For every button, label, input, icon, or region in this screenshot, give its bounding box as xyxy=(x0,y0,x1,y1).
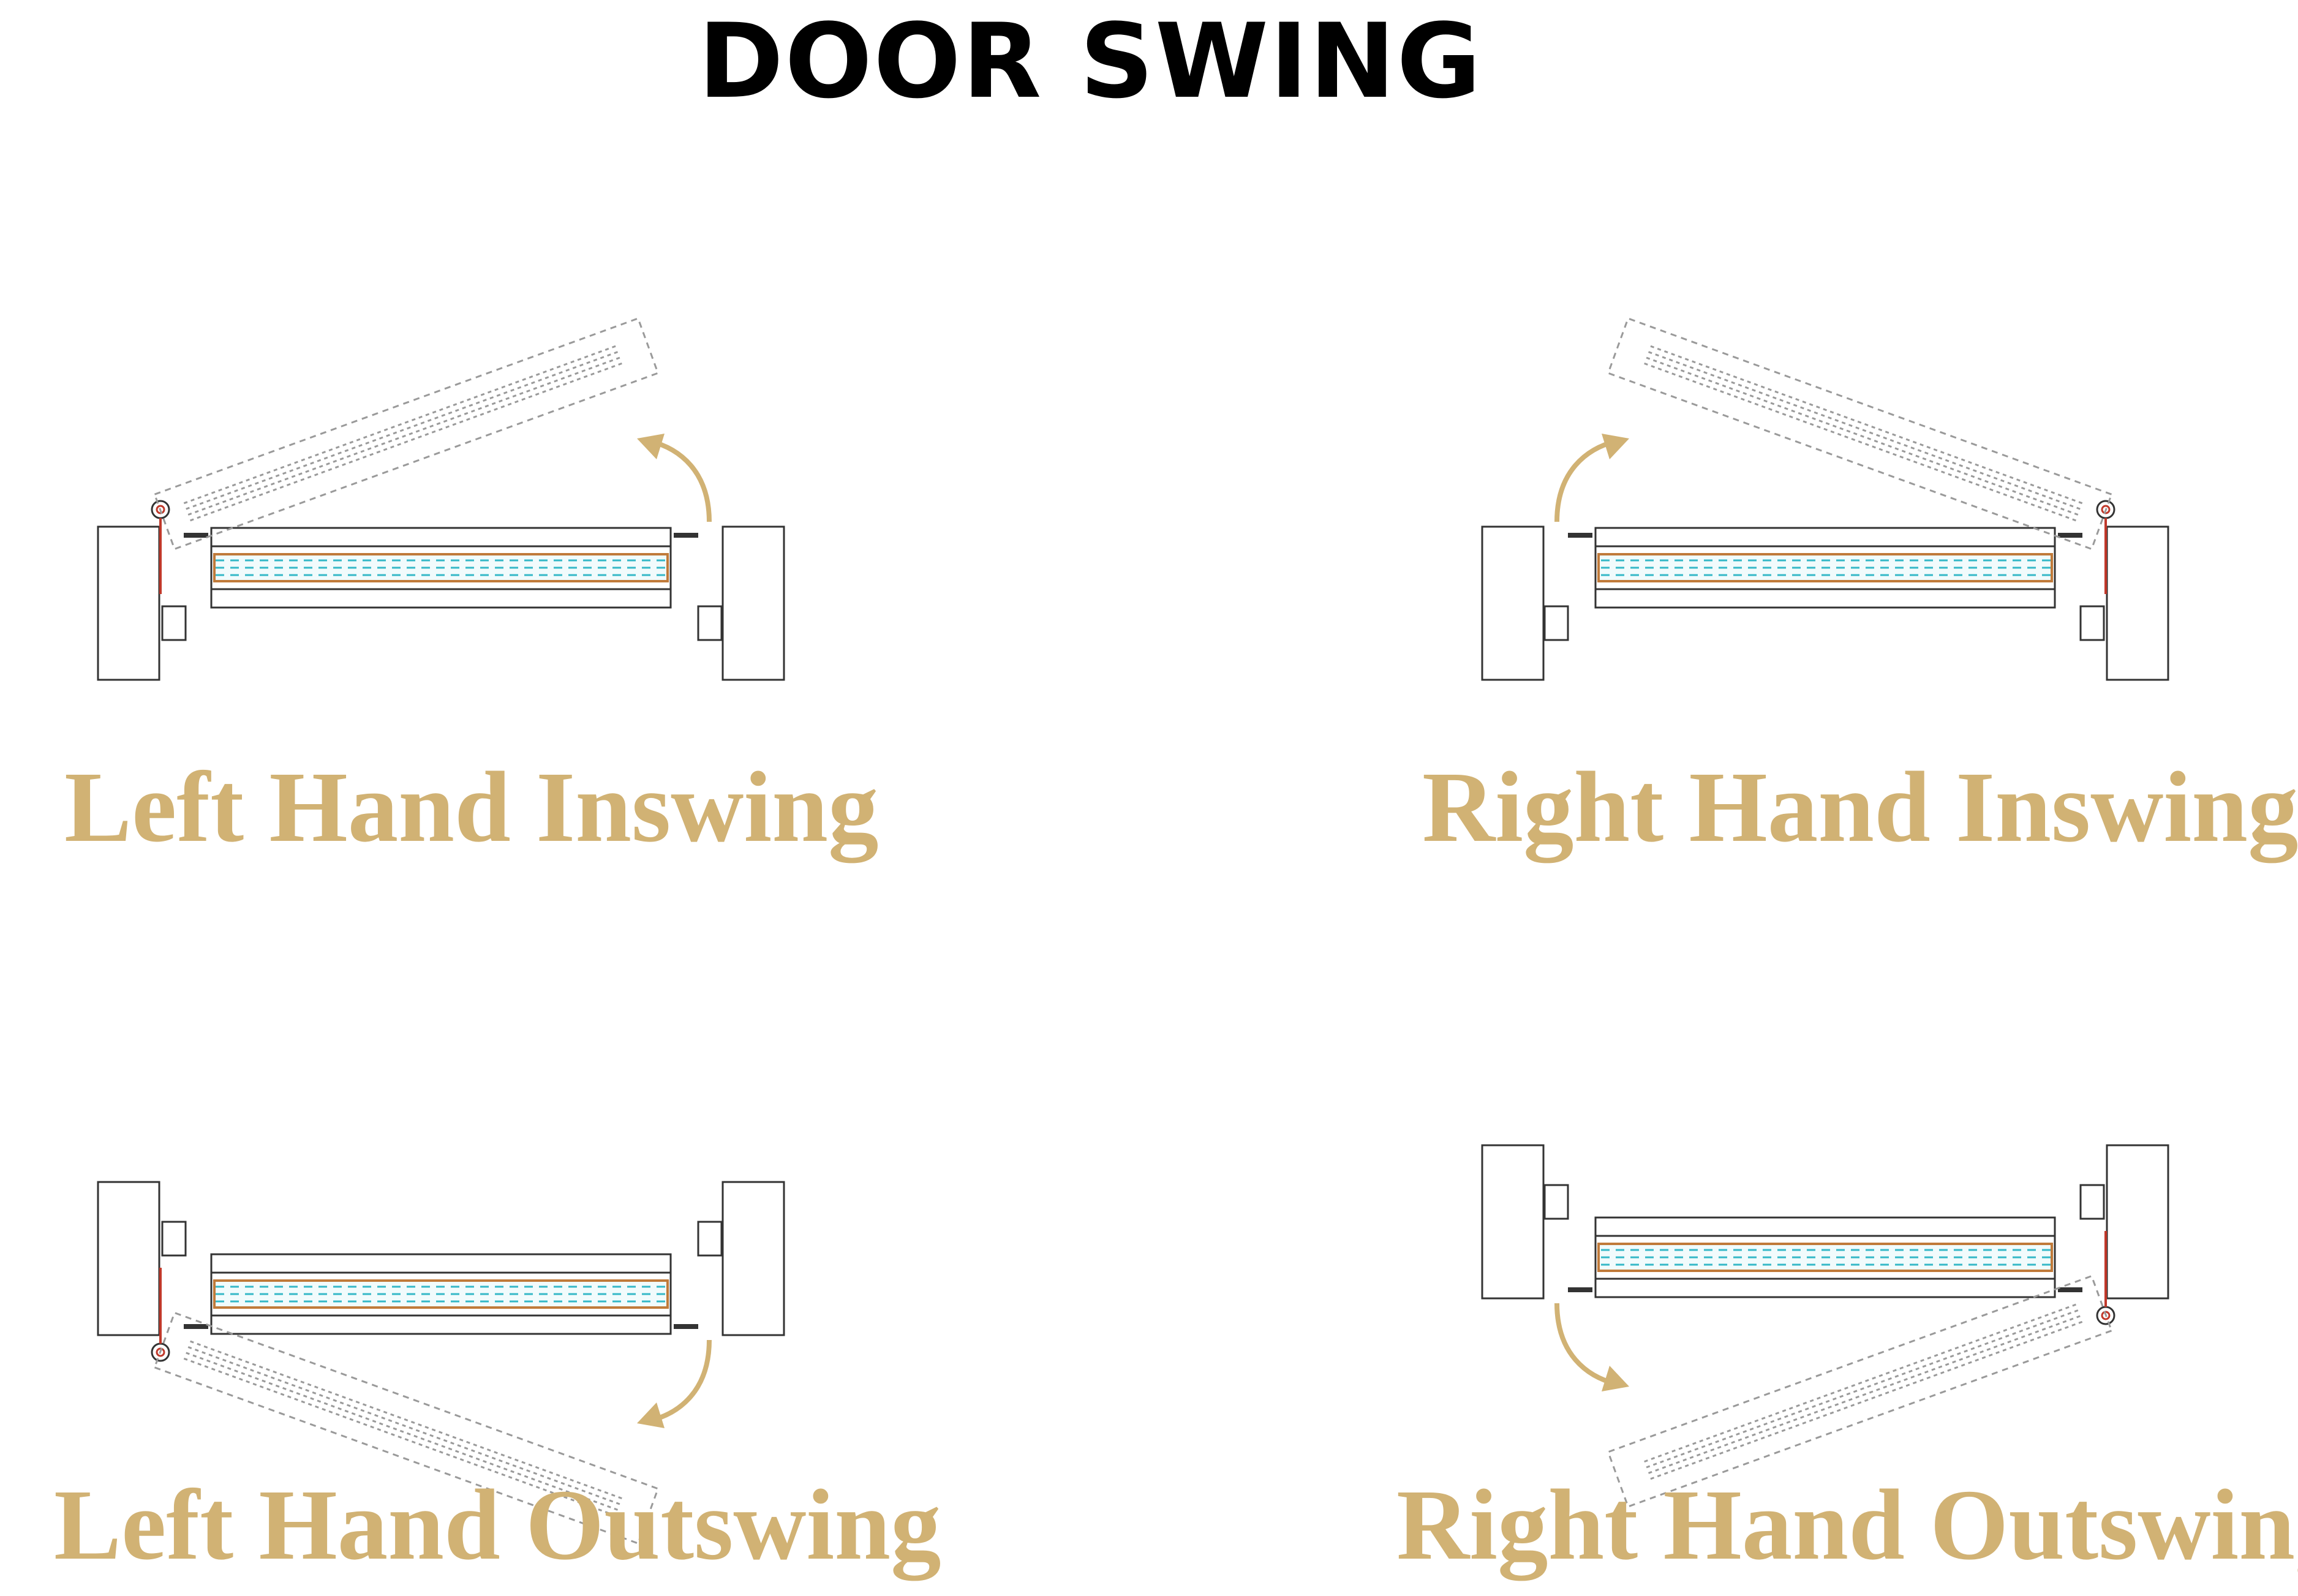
open-door-swing xyxy=(1607,1274,2113,1508)
open-door-hatch xyxy=(1650,345,2083,505)
swing-arrow-head xyxy=(1602,1366,1629,1391)
left-hardware xyxy=(184,533,208,538)
open-door-hatch xyxy=(183,1357,616,1517)
open-door-hatch xyxy=(1648,351,2081,510)
left-hardware xyxy=(2058,533,2082,538)
left-wall-jamb xyxy=(97,525,160,681)
open-door-hatch xyxy=(190,1340,622,1500)
door-panel xyxy=(1594,1216,2056,1298)
open-door-hatch xyxy=(1646,1309,2079,1469)
open-door-hatch xyxy=(187,356,620,516)
right-hardware xyxy=(1568,533,1592,538)
swing-arrow-head xyxy=(1602,434,1629,459)
right-hand-outswing-label: Right Hand Outswing xyxy=(1396,1469,2298,1581)
left-stop-detail xyxy=(2079,605,2105,641)
right-hardware xyxy=(674,533,698,538)
left-wall-jamb xyxy=(2106,525,2169,681)
open-door-outline xyxy=(1607,317,2113,551)
page-title: DOOR SWING xyxy=(698,1,1483,121)
right-hardware xyxy=(1568,1287,1592,1292)
left-wall-jamb xyxy=(2106,1144,2169,1300)
right-stop-detail xyxy=(1543,1184,1569,1220)
open-door-hatch xyxy=(183,345,616,505)
open-door-hatch xyxy=(186,1352,619,1511)
left-stop-detail xyxy=(161,1221,187,1257)
door-plan-group xyxy=(97,1181,785,1545)
open-door-hatch xyxy=(1646,356,2079,516)
right-wall-jamb xyxy=(1481,525,1545,681)
open-door-swing xyxy=(1607,317,2113,551)
open-door-hatch xyxy=(190,362,622,522)
swing-arrow-head xyxy=(637,1402,665,1428)
open-door-hatch xyxy=(1644,362,2076,522)
open-door-swing xyxy=(153,317,660,551)
right-hardware xyxy=(674,1324,698,1329)
open-door-outline xyxy=(1607,1274,2113,1508)
door-plan-group xyxy=(1481,317,2169,681)
left-hardware xyxy=(2058,1287,2082,1292)
right-hand-inswing-diagram xyxy=(1481,317,2169,681)
right-stop-detail xyxy=(697,605,723,641)
open-door-hatch xyxy=(1644,1303,2076,1463)
open-door-outline xyxy=(153,317,660,551)
right-wall-jamb xyxy=(721,1181,785,1336)
right-hand-outswing-diagram xyxy=(1481,1144,2169,1508)
left-hand-inswing-diagram xyxy=(97,317,785,681)
door-plan-group xyxy=(97,317,785,681)
open-door-swing xyxy=(153,1311,660,1545)
left-hand-outswing-diagram xyxy=(97,1181,785,1545)
right-wall-jamb xyxy=(1481,1144,1545,1300)
door-plan-group xyxy=(1481,1144,2169,1508)
open-door-hatch xyxy=(186,351,619,510)
right-stop-detail xyxy=(697,1221,723,1257)
left-stop-detail xyxy=(2079,1184,2105,1220)
door-panel xyxy=(210,527,672,609)
door-panel xyxy=(210,1253,672,1335)
right-wall-jamb xyxy=(721,525,785,681)
door-panel xyxy=(1594,527,2056,609)
open-door-outline xyxy=(153,1311,660,1545)
swing-arrow-head xyxy=(637,434,665,459)
left-hand-inswing-label: Left Hand Inswing xyxy=(64,751,879,863)
left-hand-outswing-label: Left Hand Outswing xyxy=(54,1469,941,1581)
left-stop-detail xyxy=(161,605,187,641)
right-stop-detail xyxy=(1543,605,1569,641)
open-door-hatch xyxy=(1648,1315,2081,1474)
open-door-hatch xyxy=(187,1346,620,1505)
open-door-hatch xyxy=(1650,1320,2083,1480)
right-hand-inswing-label: Right Hand Inswing xyxy=(1422,751,2298,863)
left-wall-jamb xyxy=(97,1181,160,1336)
left-hardware xyxy=(184,1324,208,1329)
